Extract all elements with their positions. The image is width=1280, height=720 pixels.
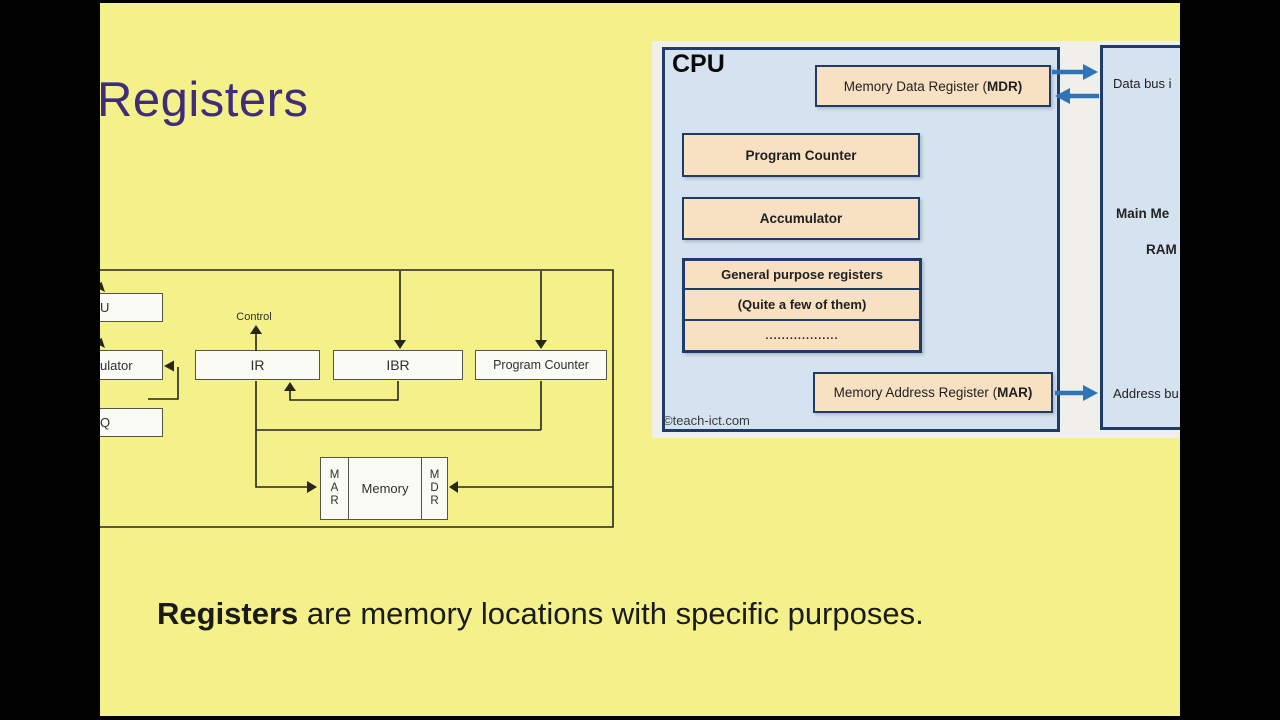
ias-alu-label: U bbox=[100, 300, 110, 315]
arrowhead-down-pc bbox=[535, 340, 547, 349]
arrowhead-up-control bbox=[250, 325, 262, 334]
gp-registers-note-row: (Quite a few of them) bbox=[685, 290, 919, 321]
cpu-title-label: CPU bbox=[672, 50, 725, 78]
mar-label-prefix: Memory Address Register ( bbox=[833, 385, 998, 400]
gp-registers-dots-row: .................. bbox=[765, 329, 839, 342]
data-bus-label: Data bus i bbox=[1113, 76, 1172, 91]
ias-memory-label: Memory bbox=[361, 481, 409, 496]
main-memory-label: Main Me bbox=[1116, 206, 1170, 221]
letterbox-bar-left bbox=[0, 0, 100, 720]
arrowhead-right-mar bbox=[307, 481, 317, 493]
mar-register-box: Memory Address Register (MAR) bbox=[813, 372, 1053, 413]
ias-memory-cell: Memory bbox=[349, 458, 422, 519]
ias-ibr-box: IBR bbox=[333, 350, 463, 380]
mar-letter: M bbox=[329, 469, 340, 481]
ias-control-label: Control bbox=[236, 311, 272, 323]
program-counter-register-box: Program Counter bbox=[682, 133, 920, 177]
mar-letter: A bbox=[330, 482, 339, 494]
mdr-letter: D bbox=[430, 482, 439, 494]
ias-memory-unit: M A R Memory M D R bbox=[320, 457, 448, 520]
wire-bus-ir-pc bbox=[256, 381, 542, 431]
ram-label: RAM bbox=[1146, 242, 1177, 257]
accumulator-label: Accumulator bbox=[759, 211, 843, 226]
general-purpose-registers-box: General purpose registers (Quite a few o… bbox=[682, 258, 922, 353]
gp-registers-row: General purpose registers bbox=[685, 261, 919, 290]
address-bus-label: Address bu bbox=[1113, 386, 1179, 401]
ias-program-counter-label: Program Counter bbox=[493, 358, 589, 372]
accumulator-register-box: Accumulator bbox=[682, 197, 920, 240]
arrowhead-left-accumulator bbox=[164, 360, 174, 372]
letterbox-bar-right bbox=[1180, 0, 1280, 720]
mdr-label-bold: MDR) bbox=[987, 78, 1023, 94]
mdr-label-prefix: Memory Data Register ( bbox=[843, 78, 988, 94]
arrowhead-up-ir bbox=[284, 382, 296, 391]
program-counter-label: Program Counter bbox=[745, 147, 857, 163]
caption-text: Registers are memory locations with spec… bbox=[157, 596, 924, 632]
ias-accumulator-label: ulator bbox=[100, 357, 133, 373]
ias-ibr-label: IBR bbox=[386, 357, 410, 373]
ias-mq-label: Q bbox=[100, 415, 111, 430]
ias-ir-box: IR bbox=[195, 350, 320, 380]
ias-mdr-cell: M D R bbox=[422, 458, 447, 519]
mdr-letter: R bbox=[430, 495, 439, 507]
page-title: Registers bbox=[97, 73, 309, 127]
ias-ir-label: IR bbox=[250, 357, 265, 373]
ias-mar-cell: M A R bbox=[321, 458, 349, 519]
arrowhead-down-ibr bbox=[394, 340, 406, 349]
copyright-watermark: ©teach-ict.com bbox=[663, 413, 750, 428]
caption-rest: are memory locations with specific purpo… bbox=[298, 596, 924, 631]
ias-program-counter-box: Program Counter bbox=[475, 350, 607, 380]
letterbox-bar-top bbox=[0, 0, 1280, 3]
mdr-register-box: Memory Data Register (MDR) bbox=[815, 65, 1051, 107]
letterbox-bar-bottom bbox=[0, 716, 1280, 720]
wire-ibr-to-ir bbox=[289, 381, 399, 401]
mdr-letter: M bbox=[429, 469, 440, 481]
arrowhead-left-mdr bbox=[449, 481, 458, 493]
mar-letter: R bbox=[330, 495, 339, 507]
wire-ir-to-mar bbox=[255, 381, 308, 488]
caption-bold-word: Registers bbox=[157, 596, 299, 631]
mar-label-bold: MAR) bbox=[997, 385, 1033, 400]
